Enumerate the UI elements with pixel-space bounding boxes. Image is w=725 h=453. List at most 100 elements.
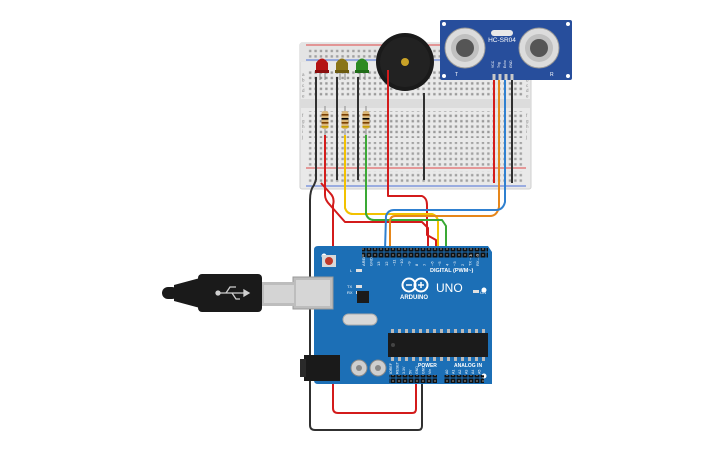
analog-pin-label: A5 bbox=[478, 370, 482, 374]
sensor-pin-label: Echo bbox=[503, 60, 507, 68]
chip-pin bbox=[447, 357, 450, 361]
sensor-mark-t: T bbox=[455, 72, 458, 78]
breadboard-row-letter: f bbox=[302, 113, 304, 118]
chip-pin bbox=[468, 357, 471, 361]
digital-pin-label: ~9 bbox=[407, 261, 412, 266]
wire-blue bbox=[384, 176, 506, 251]
chip-pin bbox=[398, 329, 401, 333]
sensor-mark-r: R bbox=[550, 72, 554, 78]
chip-pin bbox=[419, 329, 422, 333]
power-pin-label: 5V bbox=[409, 369, 413, 374]
breadboard-row-letter: j bbox=[301, 135, 303, 140]
rx-label: RX bbox=[347, 290, 353, 295]
sensor-pin-label: GND bbox=[509, 60, 513, 68]
breadboard-row-letter: a bbox=[302, 72, 305, 77]
chip-pin bbox=[468, 329, 471, 333]
chip-pin bbox=[475, 329, 478, 333]
breadboard-row-letter: b bbox=[302, 77, 305, 82]
sensor-model: HC-SR04 bbox=[488, 37, 516, 44]
chip-pin bbox=[433, 357, 436, 361]
chip-pin bbox=[440, 329, 443, 333]
breadboard-row-letter: e bbox=[302, 94, 305, 99]
chip-pin bbox=[412, 357, 415, 361]
sensor-pin bbox=[510, 74, 514, 80]
digital-pin-label: GND bbox=[369, 257, 374, 266]
ground-jumpers bbox=[315, 77, 425, 180]
power-pin-label: IOREF bbox=[389, 362, 393, 374]
power-pin-label: GND bbox=[422, 366, 426, 374]
analog-pin-label: A1 bbox=[452, 370, 456, 374]
led-yellow bbox=[335, 58, 349, 80]
breadboard-row-letter: g bbox=[526, 118, 529, 123]
analog-pin-label: A3 bbox=[465, 370, 469, 374]
breadboard-row-letter: i bbox=[302, 129, 303, 134]
chip-pin bbox=[405, 329, 408, 333]
analog-pin-label: A4 bbox=[471, 370, 475, 374]
chip-pin bbox=[461, 357, 464, 361]
chip-pin bbox=[440, 357, 443, 361]
sensor-pin bbox=[498, 74, 502, 80]
chip-pin bbox=[454, 329, 457, 333]
breadboard-row-letter: g bbox=[302, 118, 305, 123]
chip-pin bbox=[412, 329, 415, 333]
sensor-pin bbox=[492, 74, 496, 80]
resistor-2 bbox=[341, 106, 349, 135]
arduino-logo bbox=[401, 277, 429, 293]
reset-button[interactable] bbox=[322, 255, 336, 267]
breadboard-row-letter: f bbox=[526, 113, 528, 118]
led-red bbox=[315, 58, 329, 80]
digital-pin-label: ~5 bbox=[437, 261, 442, 266]
tx-label: TX bbox=[347, 284, 352, 289]
power-pin-label: GND bbox=[415, 366, 419, 374]
power-header-label: POWER bbox=[418, 363, 437, 369]
digital-pin-label: 12 bbox=[384, 261, 389, 266]
chip-pin bbox=[419, 357, 422, 361]
chip-pin bbox=[398, 357, 401, 361]
power-pin-label: RESET bbox=[396, 361, 400, 374]
wires bbox=[309, 70, 506, 431]
digital-pin-label: TX→1 bbox=[467, 254, 472, 266]
sensor-pin bbox=[504, 74, 508, 80]
digital-pin-label: 13 bbox=[376, 261, 381, 266]
wire-black-gnd bbox=[309, 179, 423, 431]
usb-cable bbox=[162, 274, 296, 312]
breadboard-row-letter: j bbox=[525, 135, 527, 140]
breadboard-row-letter: d bbox=[302, 88, 305, 93]
digital-pin-label: 4 bbox=[445, 263, 450, 266]
digital-pin-label: ~3 bbox=[452, 261, 457, 266]
sensor-pin-label: VCC bbox=[491, 60, 495, 68]
sensor-pin-wires bbox=[493, 80, 513, 183]
chip-pin bbox=[482, 357, 485, 361]
chip-pin bbox=[454, 357, 457, 361]
chip-pin bbox=[433, 329, 436, 333]
usb-symbol-icon bbox=[215, 286, 251, 300]
digital-pin-label: AREF bbox=[361, 255, 366, 266]
wire-green bbox=[365, 135, 447, 250]
power-jack bbox=[304, 355, 340, 381]
on-label: ON bbox=[480, 290, 486, 295]
chip-pin bbox=[405, 357, 408, 361]
digital-pin-label: ~10 bbox=[399, 258, 404, 266]
resistor-1 bbox=[321, 106, 329, 135]
chip-pin bbox=[391, 357, 394, 361]
sensor-pin-label: Trig bbox=[497, 62, 501, 68]
transducer-right bbox=[518, 27, 560, 69]
l-label: L bbox=[350, 268, 353, 273]
crystal bbox=[342, 313, 378, 326]
chip-pin bbox=[482, 329, 485, 333]
chip-pin bbox=[447, 329, 450, 333]
digital-pin-label: 7 bbox=[422, 263, 427, 266]
led-green bbox=[355, 58, 369, 80]
wire-red-led bbox=[324, 135, 429, 250]
digital-pin-label: ~6 bbox=[429, 261, 434, 266]
chip-pin bbox=[461, 329, 464, 333]
arduino-brand: ARDUINO bbox=[400, 295, 428, 301]
chip-pin bbox=[475, 357, 478, 361]
breadboard-row-letter: i bbox=[526, 129, 527, 134]
digital-pin-label: RX←0 bbox=[475, 253, 480, 266]
piezo-buzzer bbox=[376, 33, 434, 91]
breadboard-row-letter: c bbox=[526, 83, 529, 88]
